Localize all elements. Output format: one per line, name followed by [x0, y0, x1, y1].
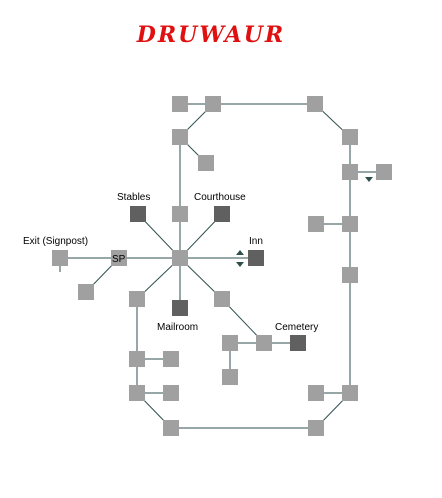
- room-east-4[interactable]: [342, 267, 358, 283]
- room-exit-signpost[interactable]: [52, 250, 68, 266]
- building-mailroom[interactable]: [172, 300, 188, 316]
- room-south-left[interactable]: [163, 420, 179, 436]
- room-sp[interactable]: [111, 250, 127, 266]
- label-mailroom: Mailroom: [157, 322, 198, 333]
- room-center-se[interactable]: [214, 291, 230, 307]
- room-east-1[interactable]: [342, 129, 358, 145]
- label-inn: Inn: [249, 236, 263, 247]
- room-north-branch-se[interactable]: [198, 155, 214, 171]
- room-east-3-west[interactable]: [308, 216, 324, 232]
- stairs-markers: [236, 177, 373, 267]
- building-inn[interactable]: [248, 250, 264, 266]
- up-arrow-icon: [236, 250, 244, 255]
- building-courthouse[interactable]: [214, 206, 230, 222]
- room-top-2[interactable]: [205, 96, 221, 112]
- room-southeast[interactable]: [342, 385, 358, 401]
- room-west-upper[interactable]: [129, 291, 145, 307]
- building-stables[interactable]: [130, 206, 146, 222]
- map-buildings: [130, 206, 306, 351]
- room-east-spur[interactable]: [376, 164, 392, 180]
- room-south-right[interactable]: [308, 420, 324, 436]
- room-west-mid[interactable]: [129, 351, 145, 367]
- label-exit-signpost: Exit (Signpost): [23, 236, 88, 247]
- room-east-2[interactable]: [342, 164, 358, 180]
- map-title: DRUWAUR: [136, 22, 286, 48]
- label-sp: SP: [112, 254, 126, 265]
- room-east-3[interactable]: [342, 216, 358, 232]
- room-southwest[interactable]: [129, 385, 145, 401]
- room-west-lower[interactable]: [78, 284, 94, 300]
- down-arrow-icon: [236, 262, 244, 267]
- room-southwest-east[interactable]: [163, 385, 179, 401]
- room-west-mid-east[interactable]: [163, 351, 179, 367]
- room-cemetery-path[interactable]: [256, 335, 272, 351]
- room-top-right[interactable]: [307, 96, 323, 112]
- label-courthouse: Courthouse: [194, 192, 246, 203]
- room-cemetery-southwest[interactable]: [222, 369, 238, 385]
- room-center[interactable]: [172, 250, 188, 266]
- map-rooms: [52, 96, 392, 436]
- room-cemetery-west[interactable]: [222, 335, 238, 351]
- label-cemetery: Cemetery: [275, 322, 318, 333]
- label-stables: Stables: [117, 192, 150, 203]
- down-arrow-icon: [365, 177, 373, 182]
- building-cemetery[interactable]: [290, 335, 306, 351]
- room-north-branch[interactable]: [172, 129, 188, 145]
- room-north-of-center[interactable]: [172, 206, 188, 222]
- room-top-left[interactable]: [172, 96, 188, 112]
- room-southeast-west[interactable]: [308, 385, 324, 401]
